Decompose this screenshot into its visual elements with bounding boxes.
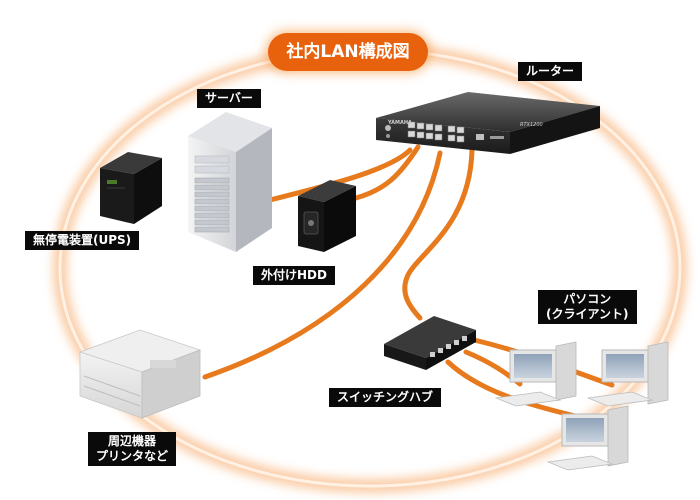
external-hdd — [298, 180, 356, 252]
cable-router-hdd — [353, 144, 421, 201]
hdd-label: 外付けHDD — [253, 266, 335, 285]
diagram-title: 社内LAN構成図 — [268, 33, 428, 71]
client-pc-3 — [546, 405, 629, 471]
router-brand-text: YAMAHA — [387, 120, 412, 126]
printer-label-line2: プリンタなど — [96, 449, 169, 463]
client-pc-2 — [586, 341, 669, 407]
printer-label-line1: 周辺機器 — [108, 434, 157, 448]
cables — [202, 144, 615, 419]
server-tower — [188, 112, 272, 252]
clients-label-line2: (クライアント) — [546, 307, 629, 321]
printer-device — [78, 329, 202, 419]
cable-router-server — [267, 147, 413, 203]
ups-device — [100, 152, 162, 224]
printer-label: 周辺機器 プリンタなど — [88, 432, 177, 466]
cable-router-switch — [402, 147, 475, 321]
client-pc-1 — [494, 341, 577, 407]
server-label: サーバー — [197, 89, 261, 108]
switching-hub — [384, 316, 476, 370]
ups-label: 無停電装置(UPS) — [25, 231, 140, 250]
router-model-text: RTX1200 — [520, 122, 543, 128]
router-label: ルーター — [518, 62, 583, 81]
router-device: YAMAHA RTX1200 — [376, 92, 600, 154]
clients-label-line1: パソコン — [563, 292, 612, 306]
cable-router-printer — [202, 150, 443, 380]
clients-label: パソコン (クライアント) — [538, 290, 637, 324]
switch-label: スイッチングハブ — [329, 388, 442, 407]
cable-switch-pc3 — [445, 359, 578, 419]
